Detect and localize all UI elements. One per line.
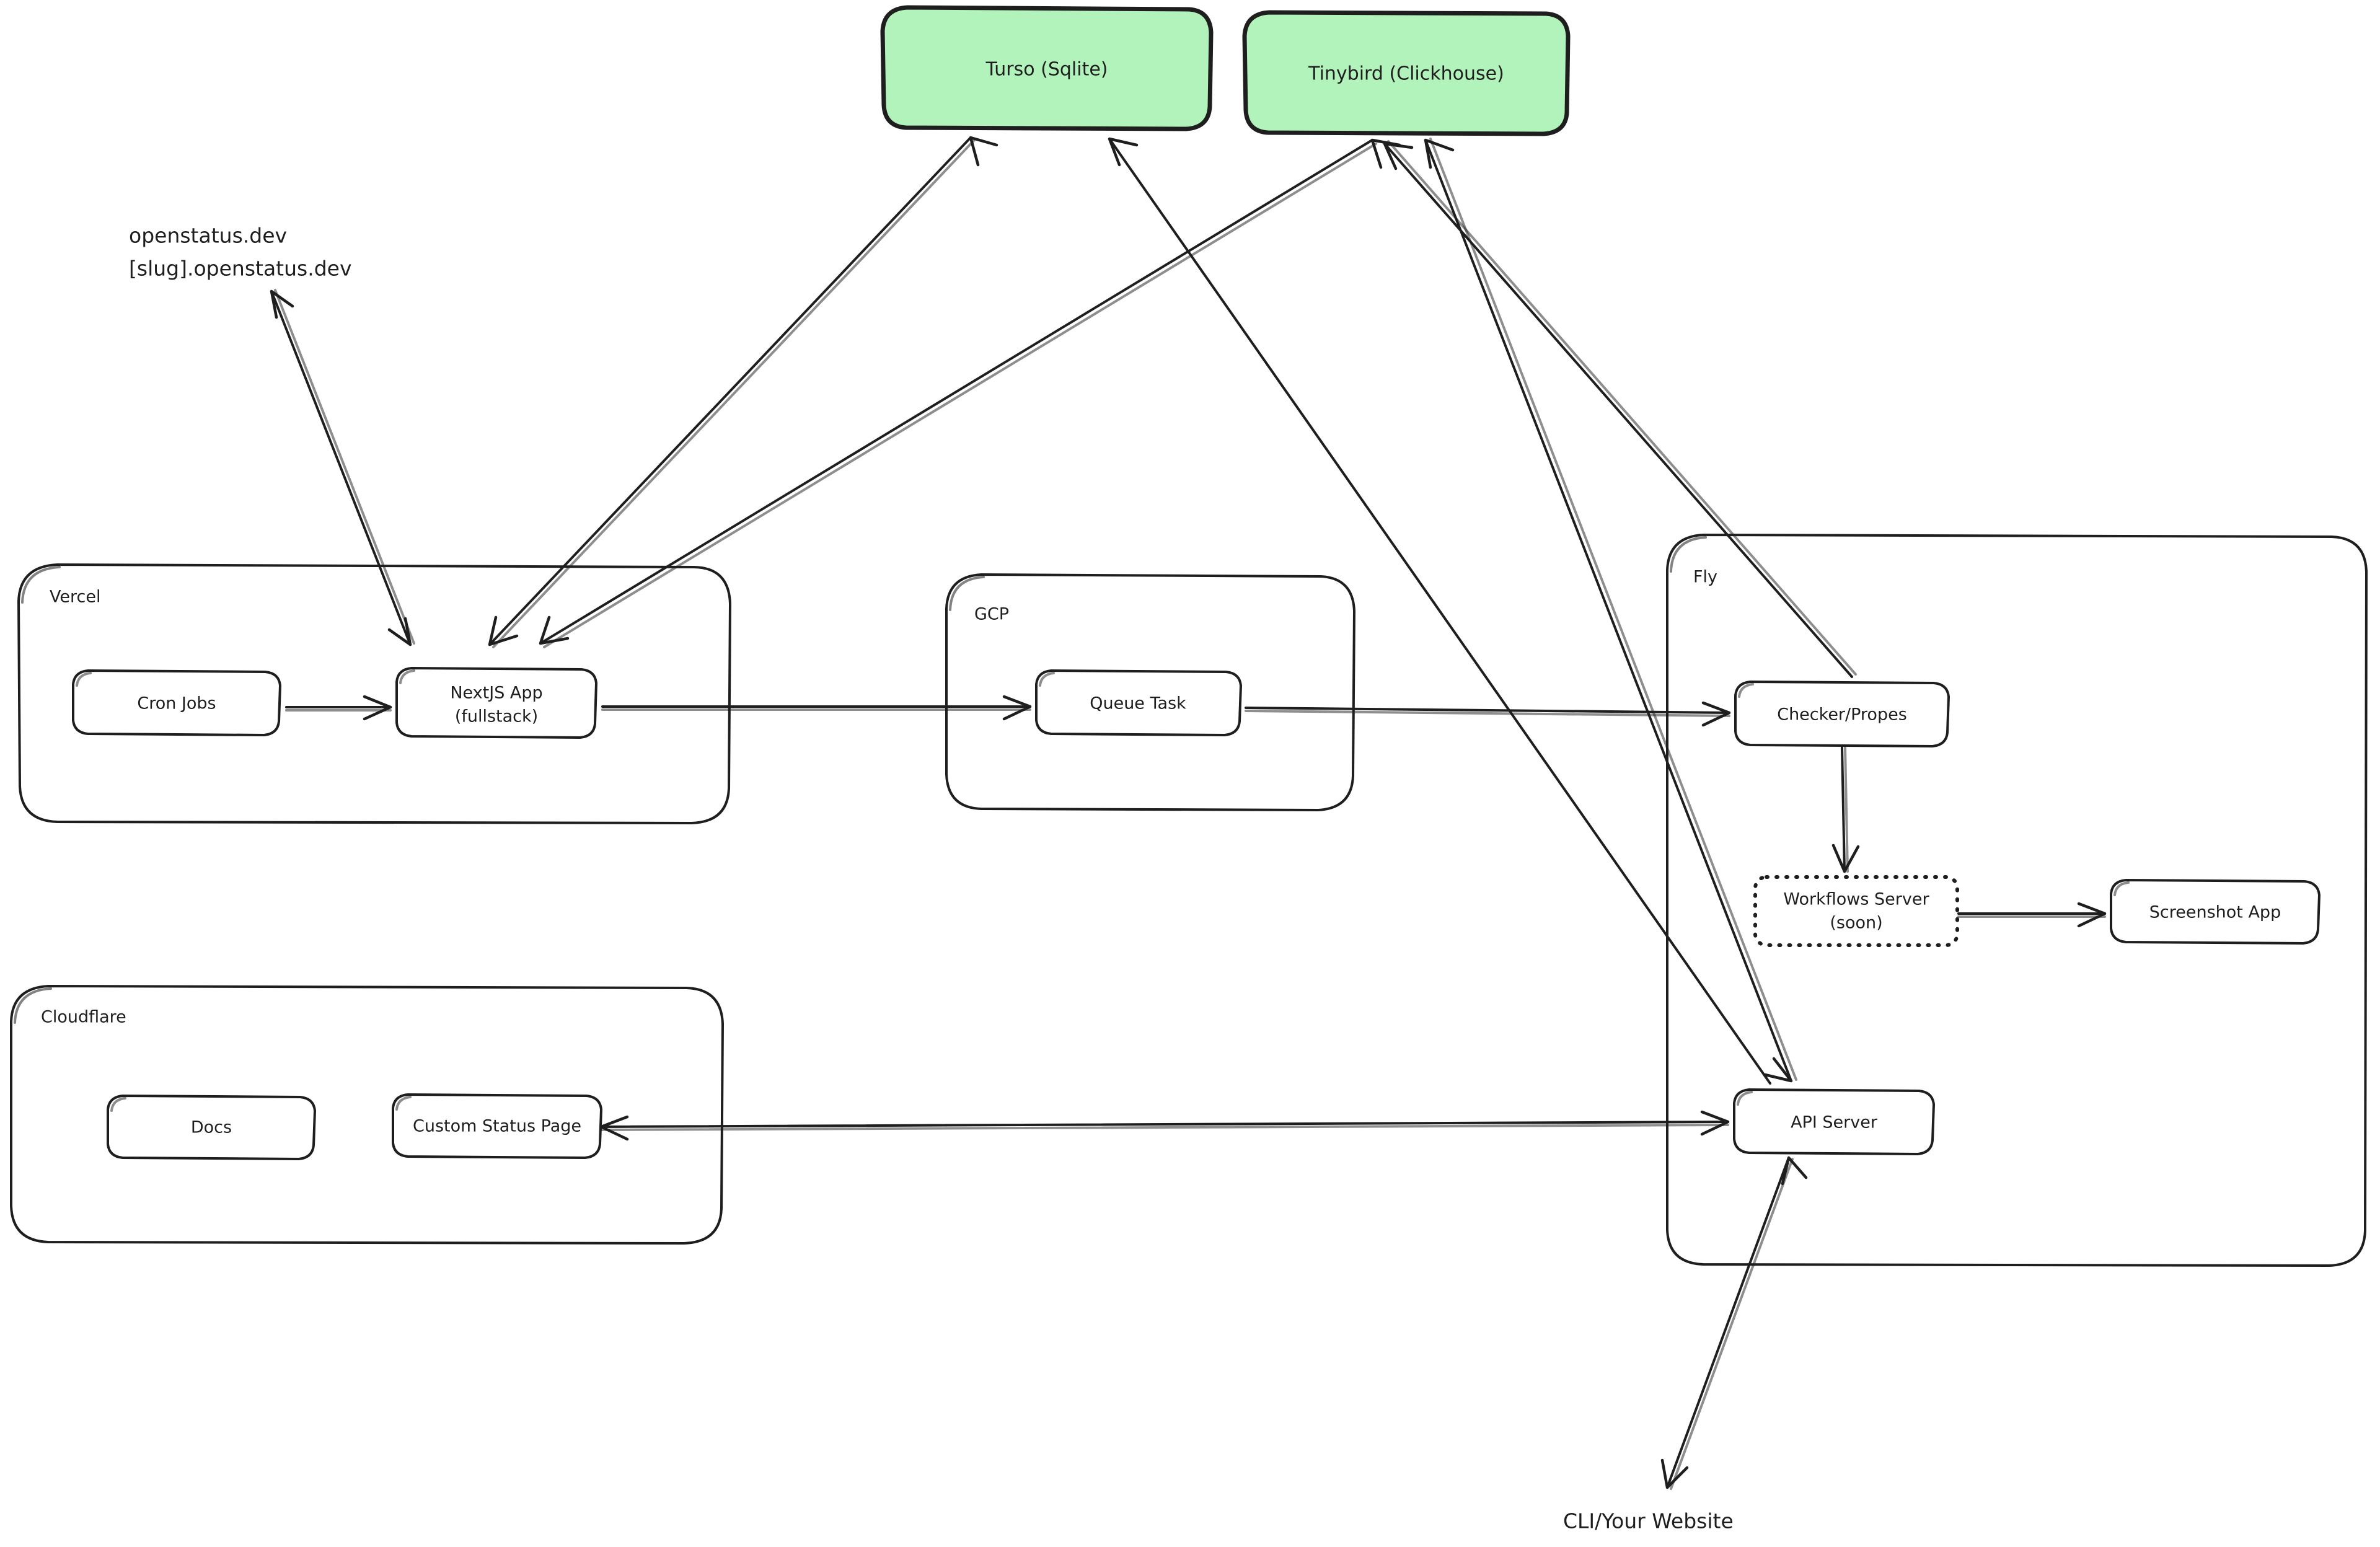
- group-cloudflare: Cloudflare: [10, 985, 724, 1245]
- node-label-queue-task: Queue Task: [1090, 694, 1186, 713]
- node-label-screenshot-app: Screenshot App: [2149, 903, 2281, 922]
- node-label-nextjs-app-sub: (fullstack): [455, 707, 538, 726]
- db-node-turso[interactable]: Turso (Sqlite): [880, 5, 1214, 131]
- edge-checker-to-tinybird: [1383, 140, 1857, 678]
- node-label-cron-jobs: Cron Jobs: [137, 694, 216, 713]
- db-label-tinybird: Tinybird (Clickhouse): [1308, 63, 1504, 85]
- group-label-gcp: GCP: [974, 605, 1009, 624]
- db-label-turso: Turso (Sqlite): [985, 59, 1108, 81]
- node-label-workflows-server-sub: (soon): [1830, 914, 1882, 933]
- label-cli-your-website: CLI/Your Website: [1563, 1509, 1734, 1533]
- node-label-workflows-server: Workflows Server: [1783, 890, 1929, 909]
- group-fly: Fly: [1666, 534, 2368, 1267]
- edge-cron-to-nextjs: [285, 695, 392, 721]
- node-label-nextjs-app: NextJS App: [450, 684, 542, 703]
- group-gcp: GCP: [945, 573, 1355, 811]
- node-workflows-server[interactable]: Workflows Server (soon): [1753, 875, 1959, 947]
- node-nextjs-app[interactable]: NextJS App (fullstack): [395, 667, 597, 739]
- node-docs[interactable]: Docs: [107, 1095, 316, 1160]
- node-queue-task[interactable]: Queue Task: [1035, 669, 1242, 736]
- group-label-vercel: Vercel: [50, 588, 100, 607]
- edge-api-to-tinybird: [1424, 138, 1797, 1083]
- edge-checker-to-workflows: [1831, 746, 1860, 873]
- db-node-tinybird[interactable]: Tinybird (Clickhouse): [1242, 10, 1571, 136]
- edge-cli-to-api: [1660, 1156, 1808, 1490]
- node-custom-status-page[interactable]: Custom Status Page: [392, 1093, 602, 1159]
- node-label-checker-probes: Checker/Propes: [1777, 705, 1907, 725]
- node-cron-jobs[interactable]: Cron Jobs: [72, 669, 281, 736]
- edge-api-to-statuspage: [599, 1110, 1730, 1141]
- group-label-fly: Fly: [1693, 568, 1717, 587]
- node-api-server[interactable]: API Server: [1733, 1088, 1935, 1155]
- label-openstatus-domain: openstatus.dev: [129, 224, 287, 248]
- node-label-api-server: API Server: [1791, 1113, 1878, 1132]
- edge-workflows-to-screenshot: [1957, 902, 2107, 928]
- edge-nextjs-to-queue: [601, 695, 1032, 721]
- group-label-cloudflare: Cloudflare: [41, 1008, 126, 1027]
- node-screenshot-app[interactable]: Screenshot App: [2110, 879, 2320, 945]
- node-checker-probes[interactable]: Checker/Propes: [1734, 681, 1950, 747]
- edge-nextjs-to-turso: [488, 136, 998, 648]
- node-label-custom-status-page: Custom Status Page: [413, 1117, 581, 1136]
- label-openstatus-slug-domain: [slug].openstatus.dev: [129, 257, 352, 281]
- edge-nextjs-to-tinybird: [539, 138, 1401, 648]
- edge-api-to-turso: [1108, 137, 1771, 1085]
- group-vercel: Vercel: [17, 563, 731, 824]
- edge-domains-to-nextjs: [270, 289, 415, 646]
- node-label-docs: Docs: [191, 1118, 232, 1137]
